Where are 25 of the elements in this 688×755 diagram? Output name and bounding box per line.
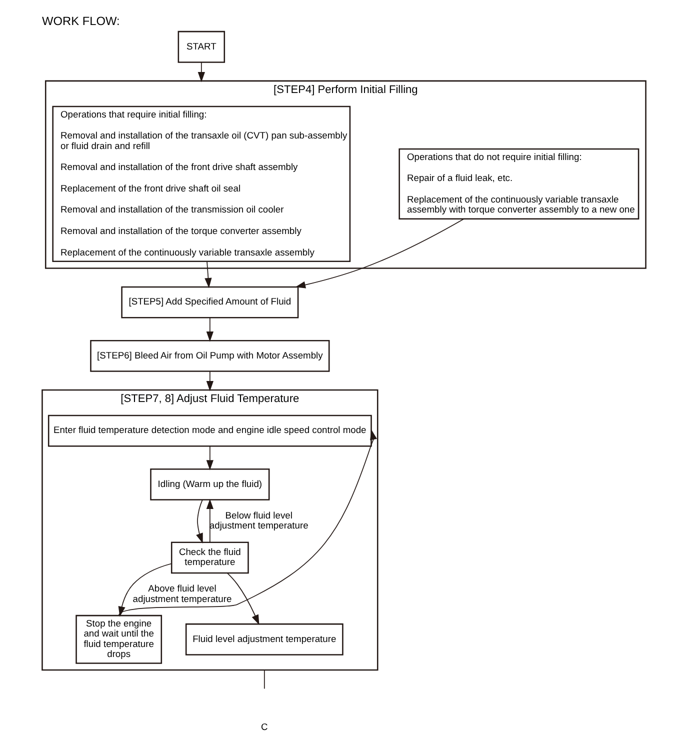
label: C [261,722,268,732]
node-box: START [178,30,226,63]
arrow [206,371,214,392]
arrow [118,430,377,616]
connector [264,670,265,690]
arrow [206,446,214,470]
node-box: [STEP5] Add Specified Amount of Fluid [121,286,299,318]
node-box: Fluid level adjustment temperature [185,623,344,656]
arrow [198,62,205,82]
node-box: Operations that do not require initial filling: Repair of a fluid leak, etc. Replacement of the continuously variable transaxle assembly with torque converter assembly to a new one [398,148,640,220]
diagram-title: WORK FLOW: [42,14,120,28]
arrow [226,572,260,626]
node-box: [STEP6] Bleed Air from Oil Pump with Motor Assembly [90,340,330,372]
arrow [206,498,214,543]
arrow [196,499,203,544]
node-box: Enter fluid temperature detection mode and engine idle speed control mode [48,414,372,447]
node-box: Stop the engine and wait until the fluid temperature drops [76,614,162,664]
node-box: Idling (Warm up the fluid) [150,468,270,500]
arrow [295,218,464,288]
node-box: Operations that require initial filling: Removal and installation of the transaxle oil (CVT) pan sub-assembly or fluid drain and refill Removal and installation of the front drive shaft assembly Replacement of the front drive shaft oil seal Removal and installation of the transmission oil cooler Removal and installation of the torque converter assembly Replacement of the continuously variable transaxle assembly [52,106,351,262]
edge-label: Above fluid level adjustment temperature [132,584,232,604]
arrow [118,563,172,617]
arrow [206,317,214,342]
arrow [204,261,212,288]
node-box: Check the fluid temperature [170,542,249,574]
